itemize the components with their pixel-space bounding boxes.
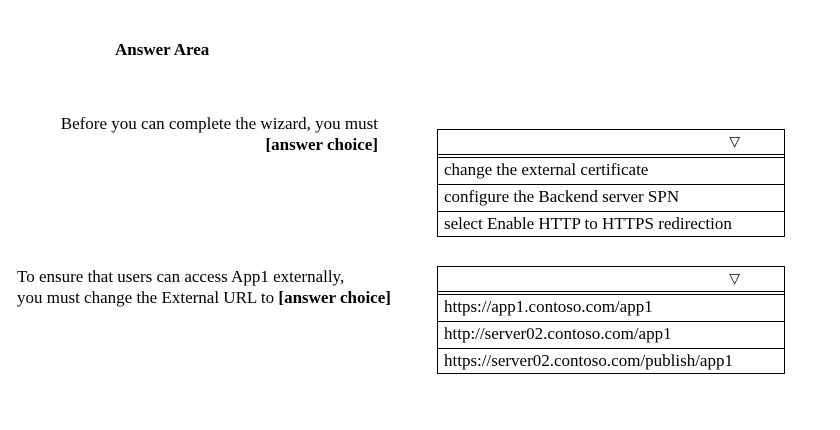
question-2-dropdown-header[interactable]: ▽: [438, 267, 784, 292]
question-2-line2-text: you must change the External URL to: [17, 288, 279, 307]
question-1-line1: Before you can complete the wizard, you …: [60, 114, 378, 133]
question-1-dropdown-option-2[interactable]: configure the Backend server SPN: [438, 184, 784, 209]
question-1-answer-choice-placeholder: [answer choice]: [265, 135, 378, 154]
question-1-dropdown-option-3[interactable]: select Enable HTTP to HTTPS redirection: [438, 211, 784, 236]
dropdown-arrow-icon: ▽: [729, 271, 740, 287]
question-2-dropdown-option-1[interactable]: https://app1.contoso.com/app1: [438, 294, 784, 319]
question-1-dropdown-header[interactable]: ▽: [438, 130, 784, 155]
question-1-dropdown-option-1[interactable]: change the external certificate: [438, 157, 784, 182]
question-2-line1: To ensure that users can access App1 ext…: [17, 267, 345, 286]
question-2-prompt: To ensure that users can access App1 ext…: [17, 266, 391, 308]
question-1-prompt: Before you can complete the wizard, you …: [61, 113, 378, 155]
question-2-dropdown-option-2[interactable]: http://server02.contoso.com/app1: [438, 321, 784, 346]
answer-area-title: Answer Area: [115, 40, 210, 59]
question-2-line2: you must change the External URL to [ans…: [17, 287, 391, 308]
dropdown-arrow-icon: ▽: [729, 134, 740, 150]
question-2-answer-choice-placeholder: [answer choice]: [278, 288, 391, 307]
question-1-dropdown: ▽ change the external certificate config…: [437, 129, 785, 237]
question-2-dropdown-option-3[interactable]: https://server02.contoso.com/publish/app…: [438, 348, 784, 373]
question-2-dropdown: ▽ https://app1.contoso.com/app1 http://s…: [437, 266, 785, 374]
